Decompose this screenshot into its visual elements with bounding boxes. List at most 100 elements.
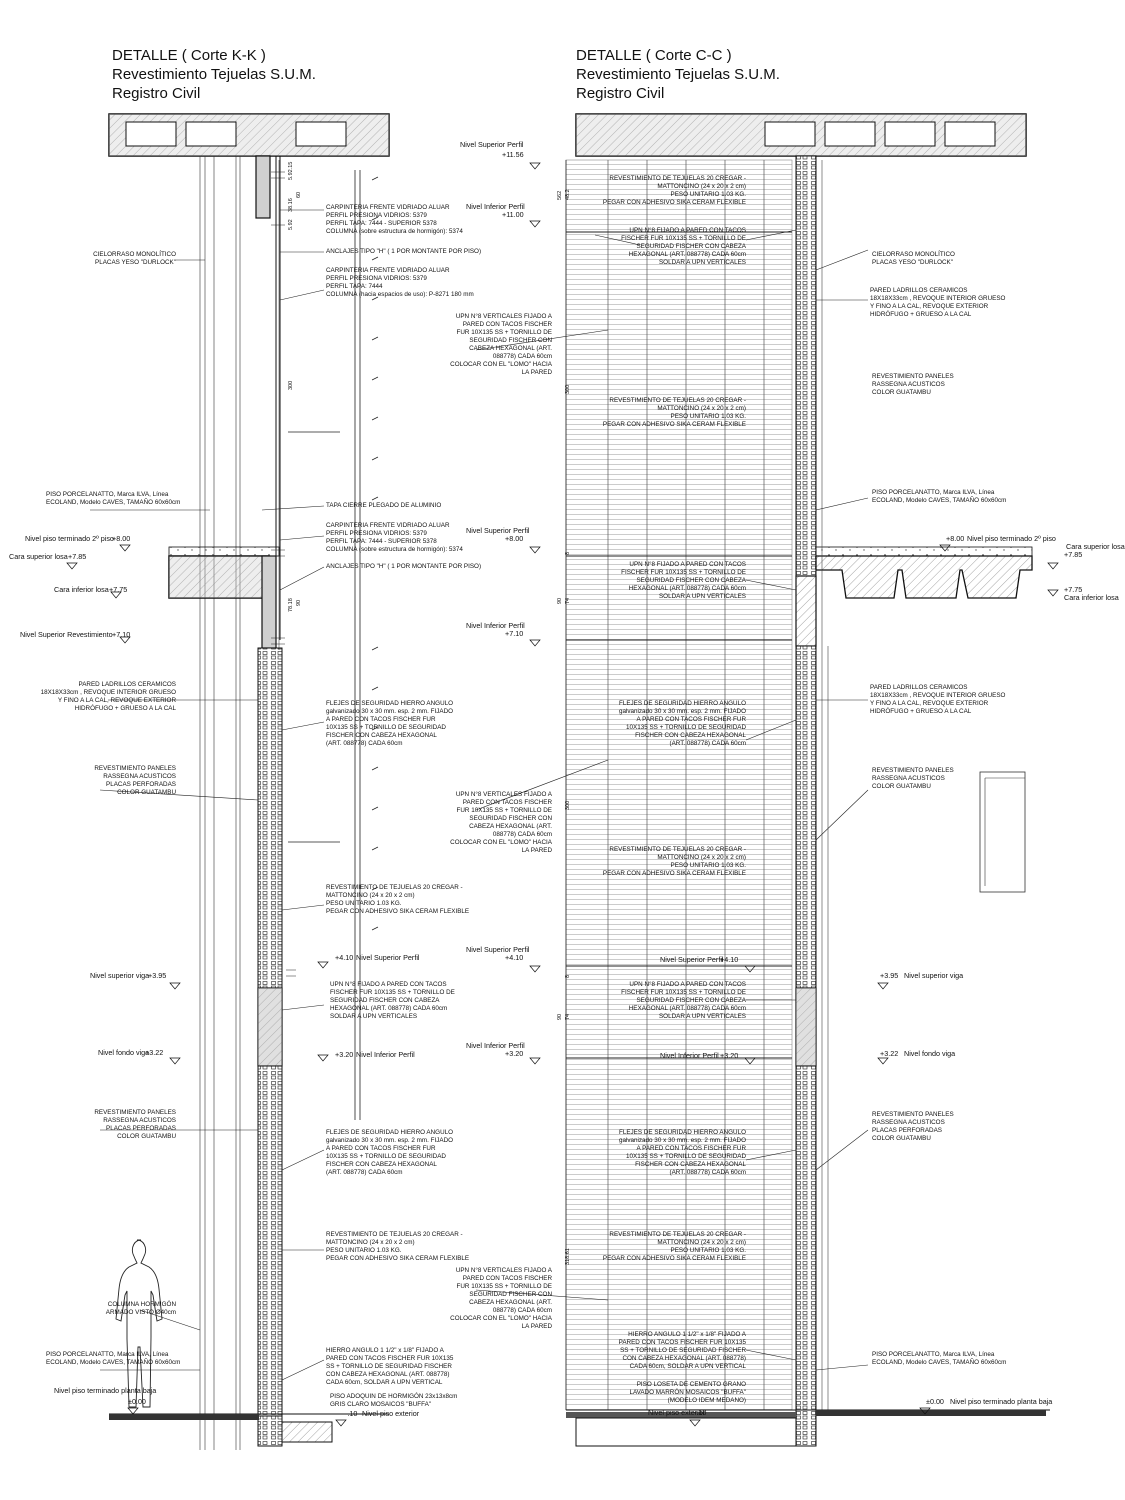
note-upnv3-m-2: PARED CON TACOS FISCHER bbox=[463, 1275, 553, 1282]
note-upn-r-5: SOLDAR A UPN VERTICALES bbox=[659, 259, 746, 266]
note-upnv2-m-5: CABEZA HEXAGONAL (ART. bbox=[469, 823, 552, 830]
lvl-right-sp-name: Nivel Superior Perfil bbox=[660, 955, 724, 964]
lvl-left-fv-val: +3.22 bbox=[145, 1048, 163, 1057]
note-pared-l-3: Y FINO A LA CAL, REVOQUE EXTERIOR bbox=[58, 697, 177, 704]
note-flejes-r-1: FLEJES DE SEGURIDAD HIERRO ANGULO bbox=[619, 700, 746, 707]
dim-left-top-3: 5.92 bbox=[288, 219, 294, 230]
note-hierro-r-3: SS + TORNILLO DE SEGURIDAD FISCHER bbox=[620, 1347, 746, 1354]
note-hierro-l-4: CON CABEZA HEXAGONAL (ART. 088778) bbox=[326, 1371, 450, 1378]
note-revr3-4: COLOR GUATAMBU bbox=[872, 1135, 931, 1142]
note-hierro-r-1: HIERRO ANGULO 1 1/2" x 1/8" FIJADO A bbox=[628, 1331, 747, 1338]
note-upnv-m-6: 088778) CADA 60cm bbox=[493, 353, 552, 360]
note-hierro-l-1: HIERRO ANGULO 1 1/2" x 1/8" FIJADO A bbox=[326, 1347, 445, 1354]
note-upn-l-5: SOLDAR A UPN VERTICALES bbox=[330, 1013, 417, 1020]
note-revr2-3: COLOR GUATAMBU bbox=[872, 783, 931, 790]
note-upn3-r-1: UPN N°8 FIJADO A PARED CON TACOS bbox=[629, 980, 746, 988]
note-carp1-3: PERFIL TAPA: 7444 - SUPERIOR 5378 bbox=[326, 220, 437, 227]
note-upnv3-m-5: CABEZA HEXAGONAL (ART. bbox=[469, 1299, 552, 1306]
note-upnv2-m-4: SEGURIDAD FISCHER CON bbox=[469, 815, 552, 822]
note-hierro-r-4: CON CABEZA HEXAGONAL (ART. 088778) bbox=[622, 1355, 746, 1362]
note-flejes-r-3: A PARED CON TACOS FISCHER FUR bbox=[636, 716, 746, 723]
note-tapa: TAPA CIERRE PLEGADO DE ALUMINIO bbox=[326, 502, 441, 509]
note-tej-l-3: PESO UNITARIO 1.03 KG. bbox=[326, 900, 402, 907]
lvl-left-pb-val: ±0.00 bbox=[128, 1397, 146, 1406]
note-upn2-r-5: SOLDAR A UPN VERTICALES bbox=[659, 593, 746, 600]
note-carp1-1: CARPINTERIA FRENTE VIDRIADO ALUAR bbox=[326, 204, 450, 211]
dim-left-300: 300 bbox=[288, 381, 294, 390]
note-tej2-l-4: PEGAR CON ADHESIVO SIKA CERAM FLEXIBLE bbox=[326, 1255, 469, 1262]
note-loseta-3: (MODELO IDEM MEDANO) bbox=[668, 1397, 746, 1404]
note-flejes2-r-4: 10X135 SS + TORNILLO DE SEGURIDAD bbox=[626, 1153, 746, 1160]
note-flejes-r-4: 10X135 SS + TORNILLO DE SEGURIDAD bbox=[626, 724, 746, 731]
lvl-left-sv-name: Nivel superior viga bbox=[90, 971, 149, 980]
title-left-line-2: Revestimiento Tejuelas S.U.M. bbox=[112, 66, 316, 83]
lvl-right-ex-name: Nivel piso exterior bbox=[648, 1408, 706, 1417]
title-left-line-3: Registro Civil bbox=[112, 85, 201, 102]
note-flejes2-l-2: galvanizado 30 x 30 mm. esp. 2 mm. FIJAD… bbox=[326, 1137, 453, 1144]
note-pared-l-1: PARED LADRILLOS CERAMICOS bbox=[78, 681, 176, 688]
note-tej2-r-3: PESO UNITARIO 1.03 KG. bbox=[671, 413, 747, 420]
note-revr2-1: REVESTIMIENTO PANELES bbox=[872, 767, 954, 774]
note-tej-r-1: REVESTIMIENTO DE TEJUELAS 20 CREGAR - bbox=[609, 175, 746, 182]
note-upnv3-m-8: LA PARED bbox=[522, 1323, 553, 1330]
note-revr3-3: PLACAS PERFORADAS bbox=[872, 1127, 942, 1134]
note-tej-l-2: MATTONCINO (24 x 20 x 2 cm) bbox=[326, 892, 415, 899]
note-pared-r-3: Y FINO A LA CAL, REVOQUE EXTERIOR bbox=[870, 303, 989, 310]
lvl-left-ip-val: +3.20 bbox=[335, 1050, 353, 1059]
note-carp2-4: COLUMNA (hacia espacios de uso): P-8271 … bbox=[326, 291, 474, 298]
lvl-right-fv-val: +3.22 bbox=[880, 1049, 898, 1058]
dim-left-78: 78.18 bbox=[288, 598, 294, 612]
dim-left-top-1: 5.92.15 bbox=[288, 162, 294, 180]
note-upn2-r-1: UPN N°8 FIJADO A PARED CON TACOS bbox=[629, 560, 746, 568]
dim-right-562: 562 bbox=[557, 191, 563, 200]
note-upn-r-3: SEGURIDAD FISCHER CON CABEZA bbox=[636, 243, 746, 250]
note-flejes2-l-1: FLEJES DE SEGURIDAD HIERRO ANGULO bbox=[326, 1129, 453, 1136]
dim-right-300b: 300 bbox=[565, 801, 571, 810]
note-flejes-l-3: A PARED CON TACOS FISCHER FUR bbox=[326, 716, 436, 723]
note-hierro-l-5: CADA 60cm, SOLDAR A UPN VERTICAL bbox=[326, 1379, 443, 1386]
note-carp3-4: COLUMNA (sobre estructura de hormigón): … bbox=[326, 546, 463, 553]
note-columna-1: COLUMNA HORMIGÓN bbox=[108, 1299, 177, 1308]
note-upnv-m-2: PARED CON TACOS FISCHER bbox=[463, 321, 553, 328]
note-tej2-l-1: REVESTIMIENTO DE TEJUELAS 20 CREGAR - bbox=[326, 1231, 463, 1238]
note-revr3-2: RASSEGNA ACUSTICOS bbox=[872, 1119, 945, 1126]
note-tej2-l-3: PESO UNITARIO 1.03 KG. bbox=[326, 1247, 402, 1254]
lvl-right-sv-val: +3.95 bbox=[880, 971, 898, 980]
note-upnv3-m-3: FUR 10X135 SS + TORNILLO DE bbox=[457, 1283, 553, 1290]
note-flejes-l-1: FLEJES DE SEGURIDAD HIERRO ANGULO bbox=[326, 700, 453, 707]
notes-left-inner: CARPINTERIA FRENTE VIDRIADO ALUAR PERFIL… bbox=[326, 204, 481, 1408]
note-tej3-r-1: REVESTIMIENTO DE TEJUELAS 20 CREGAR - bbox=[609, 846, 746, 853]
note-revr-3: COLOR GUATAMBU bbox=[872, 389, 931, 396]
lvl-mid-4-name: Nivel Inferior Perfil bbox=[466, 621, 525, 630]
note-hierro-l-3: SS + TORNILLO DE SEGURIDAD FISCHER bbox=[326, 1363, 452, 1370]
note-flejes-l-5: FISCHER CON CABEZA HEXAGONAL bbox=[326, 732, 437, 739]
note-upnv2-m-2: PARED CON TACOS FISCHER bbox=[463, 799, 553, 806]
note-tej-l-4: PEGAR CON ADHESIVO SIKA CERAM FLEXIBLE bbox=[326, 908, 469, 915]
lvl-mid-3-name: Nivel Superior Perfil bbox=[466, 526, 530, 535]
note-upnv2-m-8: LA PARED bbox=[522, 847, 553, 854]
dim-right-482: 48.2 bbox=[565, 189, 571, 200]
lvl-left-sv-val: +3.95 bbox=[148, 971, 166, 980]
note-flejes2-l-3: A PARED CON TACOS FISCHER FUR bbox=[326, 1145, 436, 1152]
note-tej3-r-3: PESO UNITARIO 1.03 KG. bbox=[671, 862, 747, 869]
note-revr-1: REVESTIMIENTO PANELES bbox=[872, 373, 954, 380]
lvl-right-2-name: Nivel piso terminado 2º piso bbox=[967, 534, 1056, 543]
note-upn-l-1: UPN N°8 FIJADO A PARED CON TACOS bbox=[330, 980, 447, 988]
note-rev2-l-2: RASSEGNA ACUSTICOS bbox=[103, 1117, 176, 1124]
note-upn-r-1: UPN N°8 FIJADO A PARED CON TACOS bbox=[629, 226, 746, 234]
note-upnv-m-7: COLOCAR CON EL "LOMO" HACIA bbox=[450, 361, 553, 368]
note-upn-r-2: FISCHER FUR 10X135 SS + TORNILLO DE bbox=[621, 235, 746, 242]
dim-right-74b: 74 bbox=[565, 1014, 571, 1020]
note-flejes2-l-4: 10X135 SS + TORNILLO DE SEGURIDAD bbox=[326, 1153, 446, 1160]
lvl-left-pb-name: Nivel piso terminado planta baja bbox=[54, 1386, 156, 1395]
note-pared2-r-3: Y FINO A LA CAL, REVOQUE EXTERIOR bbox=[870, 700, 989, 707]
lvl-mid-1-name: Nivel Superior Perfil bbox=[460, 140, 524, 149]
lvl-left-ip-name: Nivel Inferior Perfil bbox=[356, 1050, 415, 1059]
note-tej2-r-4: PEGAR CON ADHESIVO SIKA CERAM FLEXIBLE bbox=[603, 421, 746, 428]
note-flejes2-r-1: FLEJES DE SEGURIDAD HIERRO ANGULO bbox=[619, 1129, 746, 1136]
note-rev2-l-4: COLOR GUATAMBU bbox=[117, 1133, 176, 1140]
dim-left-90: 90 bbox=[296, 600, 302, 606]
note-upnv2-m-1: UPN N°8 VERTICALES FIJADO A bbox=[456, 790, 553, 798]
note-revr2-2: RASSEGNA ACUSTICOS bbox=[872, 775, 945, 782]
